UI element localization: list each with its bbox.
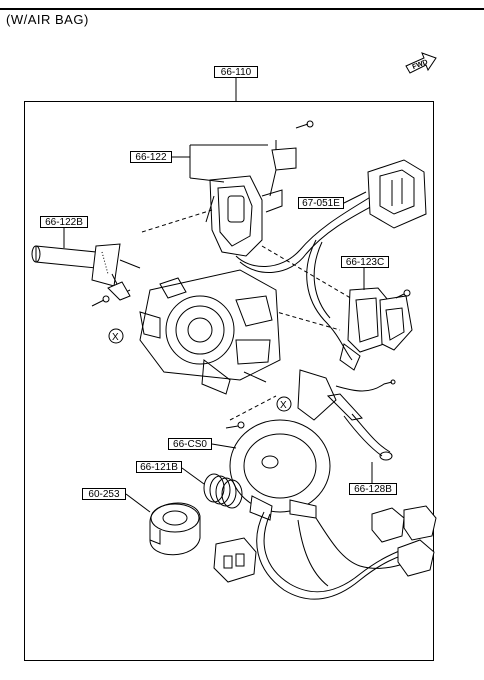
lower-connector-left-part [213,537,257,583]
clock-spring-part [229,419,331,521]
leader-67-051E [343,191,367,204]
page-title: (W/AIR BAG) [6,12,89,27]
wiper-switch-part [205,140,297,257]
callout-67-051E: 67-051E [298,197,344,209]
turn-lever-part [297,369,396,461]
spring-part [203,473,243,509]
screw-top-part [295,120,314,129]
cancel-cam-part [149,502,201,556]
omit-mark-right-label: X [280,400,287,411]
switch-base-part [139,269,281,395]
omit-mark-left-label: X [112,332,119,343]
screw-clock-part [225,421,245,429]
wiper-lever-part [31,243,141,301]
screw-right-part [395,289,411,299]
callout-66-121B: 66-121B [136,461,182,473]
callout-66-CS0: 66-CS0 [168,438,212,450]
lower-connector-right-part [371,505,437,577]
harness-upper [235,195,373,268]
callout-66-128B: 66-128B [349,483,397,495]
omit-mark-right-icon: X [276,396,292,412]
combination-switch-part [339,287,413,371]
screw-left-part [91,295,110,307]
callout-60-253: 60-253 [82,488,126,500]
fwd-arrow-icon: FWD [405,52,437,74]
omit-mark-left-icon: X [108,328,124,344]
callout-66-123C: 66-123C [341,256,389,268]
fwd-label: FWD [412,59,429,71]
connector-part [367,159,427,229]
leader-66-121B [181,467,205,485]
callout-66-122: 66-122 [130,151,172,163]
callout-66-122B: 66-122B [40,216,88,228]
leader-66-CS0 [211,443,237,449]
callout-66-110: 66-110 [214,66,258,78]
leader-60-253 [125,493,151,513]
harness-middle [306,239,353,361]
header-rule [0,8,484,10]
assembly-frame [24,101,434,661]
